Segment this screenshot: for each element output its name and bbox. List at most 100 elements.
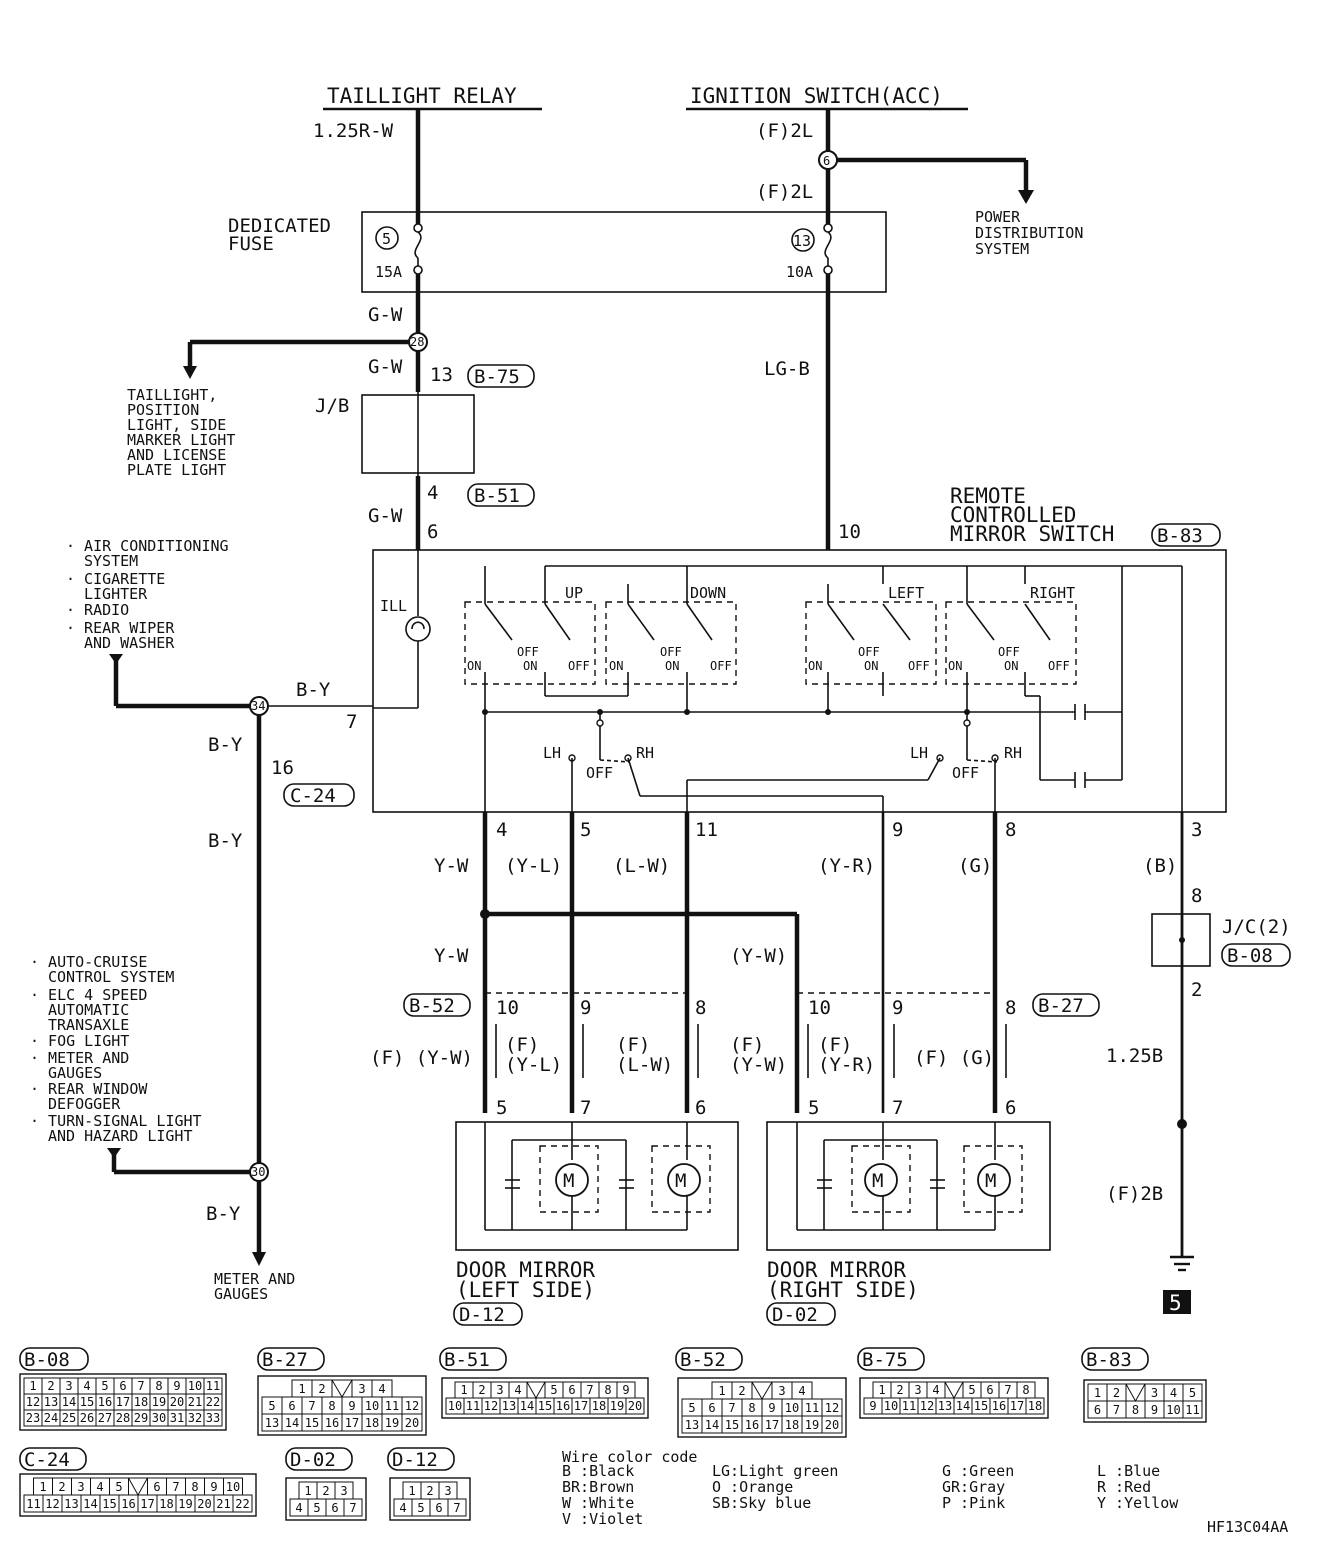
- pin-number: 3: [340, 1484, 347, 1498]
- svg-text:5: 5: [496, 1097, 507, 1119]
- pin-number: 1: [1094, 1386, 1101, 1400]
- svg-text:7: 7: [580, 1097, 591, 1119]
- pin-number: 28: [116, 1411, 130, 1425]
- svg-text:OFF: OFF: [517, 645, 539, 659]
- svg-text:LG:Light green: LG:Light green: [712, 1462, 838, 1480]
- off-label-right: OFF: [952, 764, 979, 782]
- pin-number: 10: [188, 1379, 202, 1393]
- b52-pins: 10 9 8: [496, 997, 706, 1019]
- svg-text:· CIGARETTE: · CIGARETTE: [66, 570, 165, 588]
- svg-text:RIGHT: RIGHT: [1030, 584, 1075, 602]
- pin-cell: [232, 1494, 253, 1513]
- pin-number: 8: [1022, 1383, 1029, 1397]
- pin-number: 6: [708, 1401, 715, 1415]
- svg-text:MARKER LIGHT: MARKER LIGHT: [127, 431, 235, 449]
- wire-125rw: 1.25R-W: [313, 120, 394, 142]
- pin-number: 9: [210, 1480, 217, 1494]
- svg-text:30: 30: [251, 1165, 265, 1179]
- svg-text:ON: ON: [665, 659, 679, 673]
- svg-text:W :White: W :White: [562, 1494, 634, 1512]
- pin-number: 15: [538, 1399, 552, 1413]
- svg-text:AND LICENSE: AND LICENSE: [127, 446, 226, 464]
- svg-text:OFF: OFF: [660, 645, 682, 659]
- conn-b52-tag: B-52: [409, 995, 455, 1017]
- svg-text:AND WASHER: AND WASHER: [84, 634, 175, 652]
- svg-text:34: 34: [251, 699, 265, 713]
- pin-number: 9: [173, 1379, 180, 1393]
- pin-7: 7: [346, 711, 357, 733]
- pin-number: 1: [298, 1382, 305, 1396]
- svg-text:· ELC 4 SPEED: · ELC 4 SPEED: [30, 986, 147, 1004]
- pin-number: 15: [725, 1418, 739, 1432]
- pin-number: 11: [805, 1401, 819, 1415]
- lh-label-left: LH: [543, 744, 561, 762]
- pin-number: 4: [932, 1383, 939, 1397]
- svg-text:· METER AND: · METER AND: [30, 1049, 129, 1067]
- pin-cell: [331, 1379, 353, 1398]
- ill-label: ILL: [380, 597, 407, 615]
- svg-text:(F): (F): [818, 1034, 852, 1056]
- switch-right[interactable]: RIGHT OFF OFF ON ON: [945, 584, 1077, 685]
- svg-text:TRANSAXLE: TRANSAXLE: [48, 1016, 129, 1034]
- pin-number: 17: [765, 1418, 779, 1432]
- svg-text:(L-W): (L-W): [613, 855, 670, 877]
- svg-text:(B): (B): [1143, 855, 1177, 877]
- svg-text:DOWN: DOWN: [690, 584, 726, 602]
- pin-number: 2: [478, 1383, 485, 1397]
- pin-number: 19: [178, 1497, 192, 1511]
- pin-number: 4: [798, 1384, 805, 1398]
- switch-left[interactable]: LEFT OFF OFF ON ON: [805, 584, 937, 685]
- pin-number: 9: [622, 1383, 629, 1397]
- pin-number: 17: [345, 1416, 359, 1430]
- conn-b27-tag: B-27: [1038, 995, 1084, 1017]
- pin-number: 15: [305, 1416, 319, 1430]
- pin-number: 30: [152, 1411, 166, 1425]
- pin-cell: [1125, 1383, 1146, 1402]
- pin-cell: [944, 1381, 964, 1399]
- pin-number: 1: [718, 1384, 725, 1398]
- pin-number: 1: [408, 1484, 415, 1498]
- pin-number: 25: [62, 1411, 76, 1425]
- pin-number: 20: [628, 1399, 642, 1413]
- svg-text:DOOR MIRROR: DOOR MIRROR: [767, 1258, 906, 1282]
- conn-b75-tag: B-75: [474, 366, 520, 388]
- pin-number: 26: [80, 1411, 94, 1425]
- jb-label: J/B: [315, 395, 349, 417]
- taillight-relay-label: TAILLIGHT RELAY: [327, 84, 517, 108]
- pin-number: 3: [1151, 1386, 1158, 1400]
- svg-text:(Y-L): (Y-L): [505, 1054, 562, 1076]
- mirror-pins-left: 5 7 6: [496, 1097, 706, 1119]
- switch-down[interactable]: DOWN OFF OFF ON ON: [605, 584, 737, 685]
- pin-number: 13: [502, 1399, 516, 1413]
- pin-number: 10: [785, 1401, 799, 1415]
- pin-number: 20: [405, 1416, 419, 1430]
- pin-number: 5: [1189, 1386, 1196, 1400]
- wire-lgb: LG-B: [764, 358, 810, 380]
- pin-cell: [1025, 1397, 1045, 1415]
- pin-number: 20: [170, 1395, 184, 1409]
- svg-text:3: 3: [1191, 819, 1202, 841]
- svg-text:(F): (F): [730, 1034, 764, 1056]
- pin-number: 18: [1028, 1399, 1042, 1413]
- svg-text:Wire color code: Wire color code: [562, 1448, 697, 1466]
- pin-number: 3: [358, 1382, 365, 1396]
- svg-text:SYSTEM: SYSTEM: [975, 240, 1029, 258]
- svg-text:8: 8: [1005, 819, 1016, 841]
- svg-text:TAILLIGHT,: TAILLIGHT,: [127, 386, 217, 404]
- conn-d02-tag: D-02: [772, 1304, 818, 1326]
- pin-cell: [128, 1477, 148, 1496]
- svg-text:ON: ON: [523, 659, 537, 673]
- pin-number: 1: [460, 1383, 467, 1397]
- pin-number: 16: [992, 1399, 1006, 1413]
- svg-text:OFF: OFF: [1048, 659, 1070, 673]
- connector-name: D-12: [392, 1449, 438, 1471]
- switch-up[interactable]: UP OFF OFF ON ON: [464, 584, 596, 685]
- pin-cell: [447, 1498, 467, 1517]
- pin-cell: [751, 1381, 773, 1400]
- conn-c24-tag: C-24: [290, 785, 336, 807]
- pin-number: 32: [188, 1411, 202, 1425]
- pin-key-mark: [944, 1381, 964, 1400]
- svg-text:O :Orange: O :Orange: [712, 1478, 793, 1496]
